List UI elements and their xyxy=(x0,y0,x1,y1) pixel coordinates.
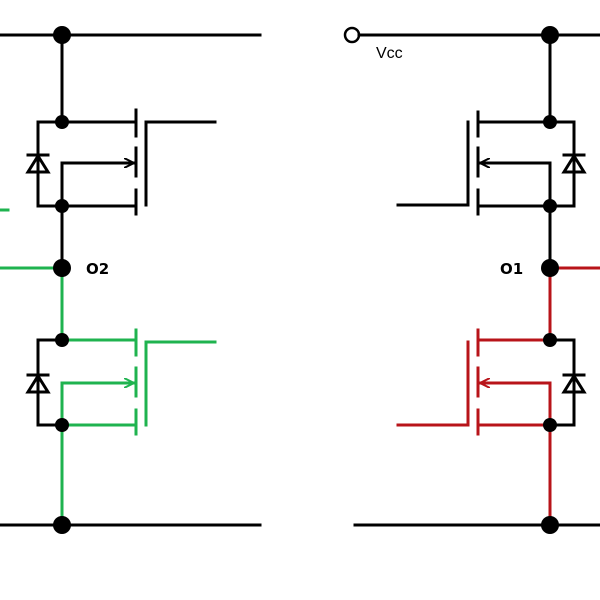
right-upper-mosfet xyxy=(396,110,576,270)
node-o2-label: O2 xyxy=(86,260,109,278)
left-upper-mosfet xyxy=(36,108,217,272)
right-lower-diode xyxy=(561,373,587,394)
right-junction-dots xyxy=(541,26,559,534)
right-half-bridge xyxy=(343,26,600,527)
right-upper-diode xyxy=(561,153,587,174)
left-half-bridge xyxy=(0,33,262,527)
vcc-terminal xyxy=(343,26,361,44)
vcc-label: Vcc xyxy=(376,45,403,62)
left-lower-diode xyxy=(25,373,51,394)
left-lower-mosfet xyxy=(36,328,217,436)
left-junction-dots xyxy=(53,26,71,534)
left-upper-diode xyxy=(25,153,51,174)
node-o1-label: O1 xyxy=(500,260,523,278)
